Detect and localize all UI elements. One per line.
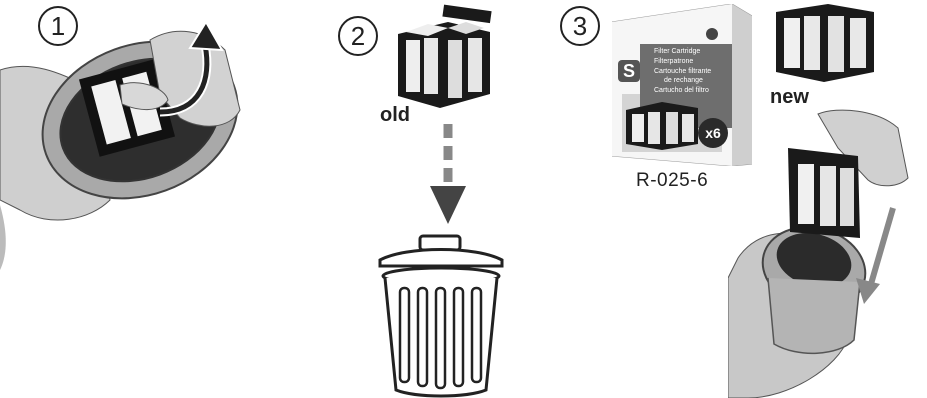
- package-line-2: Filterpatrone: [654, 58, 693, 65]
- old-label: old: [380, 104, 410, 127]
- product-code-label: R-025-6: [636, 170, 708, 192]
- quantity-text: x6: [698, 118, 728, 148]
- package-line-1: Filter Cartridge: [654, 48, 700, 55]
- size-letter: S: [618, 60, 640, 82]
- new-filter-cartridge-icon: [770, 0, 880, 86]
- quantity-badge: x6: [698, 118, 728, 148]
- insert-cartridge-illustration: [728, 108, 927, 398]
- package-line-4: de rechange: [664, 77, 703, 84]
- inserting-filter-cartridge-icon: [788, 148, 860, 238]
- package-line-5: Cartucho del filtro: [654, 87, 709, 94]
- old-filter-cartridge-icon: [388, 4, 498, 114]
- size-badge: S: [618, 60, 640, 82]
- package-filter-cartridge-icon: [622, 98, 702, 152]
- new-label: new: [770, 86, 809, 109]
- trash-can-icon: [376, 230, 506, 398]
- package-line-3: Cartouche filtrante: [654, 68, 711, 75]
- step-1-illustration: [0, 0, 260, 280]
- step-3-number: 3: [560, 6, 600, 46]
- dashed-down-arrow-icon: [428, 120, 468, 230]
- step-2-number: 2: [338, 16, 378, 56]
